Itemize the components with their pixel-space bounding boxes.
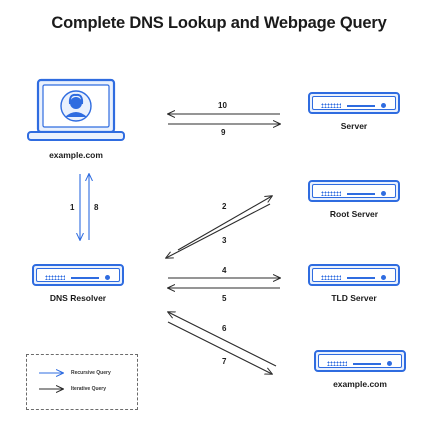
arrow-step-2 [177, 196, 272, 251]
step-label-9: 9 [221, 128, 226, 137]
step-label-3: 3 [222, 236, 227, 245]
root-server-label: Root Server [329, 209, 379, 219]
step-label-7: 7 [222, 357, 227, 366]
web-server-label: Server [340, 121, 368, 131]
step-label-8: 8 [94, 203, 99, 212]
step-label-6: 6 [222, 324, 227, 333]
diagram-title: Complete DNS Lookup and Webpage Query [51, 14, 387, 32]
authoritative-server-label: example.com [333, 379, 387, 389]
dns-resolver-label: DNS Resolver [49, 293, 107, 303]
legend-recursive-label: Recursive Query [71, 370, 111, 376]
step-label-10: 10 [218, 101, 227, 110]
client-label: example.com [49, 150, 103, 160]
step-label-2: 2 [222, 202, 227, 211]
step-label-5: 5 [222, 294, 227, 303]
step-label-4: 4 [222, 266, 227, 275]
legend-iterative-label: Iterative Query [71, 386, 107, 392]
dns-resolver-icon [32, 264, 124, 286]
arrow-step-7 [167, 321, 272, 374]
tld-server-icon [308, 264, 400, 286]
tld-server-label: TLD Server [331, 293, 377, 303]
laptop-icon [27, 78, 125, 141]
web-server-icon [308, 92, 400, 114]
step-label-1: 1 [70, 203, 75, 212]
authoritative-server-icon [314, 350, 406, 372]
arrow-step-6 [168, 312, 277, 367]
legend-arrows [39, 355, 139, 411]
root-server-icon [308, 180, 400, 202]
arrow-step-3 [166, 203, 271, 258]
legend-box: Recursive Query Iterative Query [26, 354, 138, 410]
